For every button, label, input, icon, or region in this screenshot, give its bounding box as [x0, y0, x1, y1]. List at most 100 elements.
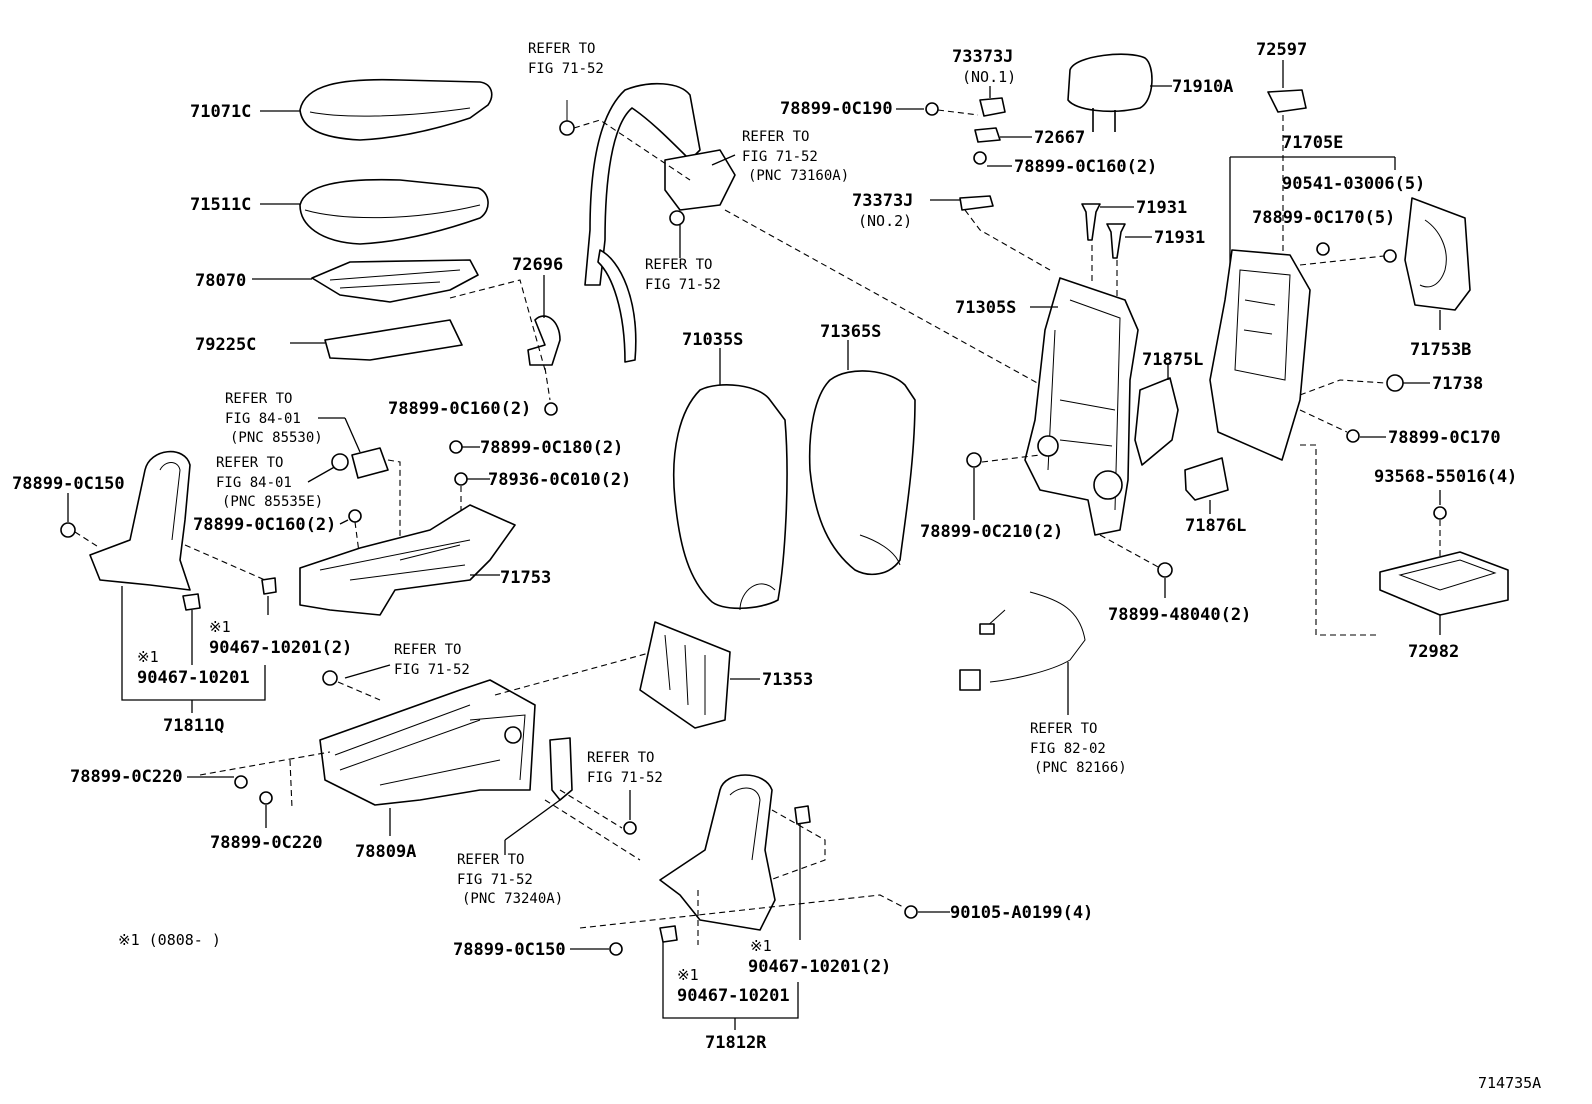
wire-hook-part: [527, 315, 561, 366]
footnote: ※1 (0808- ): [118, 931, 221, 949]
label-71811Q: 71811Q: [163, 716, 224, 736]
ref8-line1: REFER TO: [587, 750, 654, 766]
board-clip-72597-part: [1267, 89, 1307, 113]
label-71931-a: 71931: [1136, 198, 1187, 218]
ref9-line1: REFER TO: [457, 852, 524, 868]
headrest-part: [1067, 53, 1153, 132]
ref7-line3: (PNC 82166): [1034, 760, 1127, 776]
nut-78936-icon: [454, 472, 468, 486]
label-no2: (NO.2): [858, 212, 912, 230]
clip-71931b-icon: [1106, 223, 1126, 259]
label-78899-0C160-a: 78899-0C160(2): [388, 399, 531, 419]
label-71071C: 71071C: [190, 102, 251, 122]
ref1-line1: REFER TO: [528, 41, 595, 57]
screw-0C190-icon: [925, 102, 939, 116]
mark-1b: ※1: [137, 648, 159, 666]
label-71875L: 71875L: [1142, 350, 1203, 370]
label-78899-0C160-c: 78899-0C160(2): [193, 515, 336, 535]
clip-90467b-icon: [659, 925, 678, 943]
label-78899-0C180: 78899-0C180(2): [480, 438, 623, 458]
label-73373J-1: 73373J: [952, 47, 1013, 67]
seatback-board-part: [1209, 249, 1311, 461]
belt-bolt-1-icon: [559, 100, 575, 136]
label-78899-0C150-a: 78899-0C150: [12, 474, 125, 494]
ref3-line2: FIG 71-52: [645, 277, 721, 293]
clip-90467-2a-icon: [261, 577, 277, 595]
label-71511C: 71511C: [190, 195, 251, 215]
bolt-0C150b-icon: [609, 942, 623, 956]
power-outlet-part: [331, 447, 389, 479]
screw-93568-icon: [1433, 506, 1447, 520]
mark-1c: ※1: [750, 937, 772, 955]
label-71753B: 71753B: [1410, 340, 1471, 360]
ref1-line2: FIG 71-52: [528, 61, 604, 77]
ref4-line2: FIG 84-01: [225, 411, 301, 427]
seatback-bracket-71353-part: [639, 621, 731, 729]
wire-harness-part: [959, 591, 1086, 691]
label-72696: 72696: [512, 255, 563, 275]
seatback-pad-part: [808, 370, 916, 576]
mark-1d: ※1: [677, 966, 699, 984]
ref6-line2: FIG 71-52: [394, 662, 470, 678]
clip-71931a-icon: [1081, 203, 1101, 241]
mark-1a: ※1: [209, 618, 231, 636]
label-71035S: 71035S: [682, 330, 743, 350]
bolt-0C160c-icon: [348, 509, 362, 523]
cushion-pad-sheet-part: [324, 319, 463, 361]
ref6-line1: REFER TO: [394, 642, 461, 658]
screw-0C160a-icon: [544, 402, 558, 416]
label-72982: 72982: [1408, 642, 1459, 662]
label-71876L: 71876L: [1185, 516, 1246, 536]
diagram-id: 714735A: [1478, 1074, 1541, 1092]
ref5-line2: FIG 84-01: [216, 475, 292, 491]
label-71353: 71353: [762, 670, 813, 690]
bolt-0C220b-icon: [259, 791, 273, 805]
headrest-support-2-part: [959, 195, 994, 211]
clip-90467-2b-icon: [794, 805, 811, 825]
label-78899-0C150-b: 78899-0C150: [453, 940, 566, 960]
ref2-line1: REFER TO: [742, 129, 809, 145]
seat-belt-part: [584, 82, 736, 363]
seat-cushion-pad-part: [299, 178, 489, 245]
label-78809A: 78809A: [355, 842, 416, 862]
label-73373J-2: 73373J: [852, 191, 913, 211]
seat-cushion-frame-part: [311, 259, 479, 303]
bolt-90105-icon: [904, 905, 918, 919]
bolt-ref6-icon: [322, 670, 338, 686]
tray-72982-part: [1379, 551, 1509, 616]
label-93568-55016: 93568-55016(4): [1374, 467, 1517, 487]
side-cover-71812R-part: [659, 774, 776, 931]
label-78899-0C160-b: 78899-0C160(2): [1014, 157, 1157, 177]
label-90467-10201-a: 90467-10201: [137, 668, 250, 688]
seatback-frame-part: [1024, 277, 1139, 536]
ref2-line3: (PNC 73160A): [748, 168, 849, 184]
label-71812R: 71812R: [705, 1033, 767, 1053]
console-box-part: [299, 504, 516, 616]
label-71705E: 71705E: [1282, 133, 1343, 153]
ref7-line1: REFER TO: [1030, 721, 1097, 737]
label-78070: 78070: [195, 271, 246, 291]
bolt-0C180-icon: [449, 440, 463, 454]
bolt-0C220a-icon: [234, 775, 248, 789]
label-90467-10201-2a: 90467-10201(2): [209, 638, 352, 658]
label-78899-48040: 78899-48040(2): [1108, 605, 1251, 625]
ref7-line2: FIG 82-02: [1030, 741, 1106, 757]
reclining-cover-71876L-part: [1184, 457, 1229, 501]
ref3-line1: REFER TO: [645, 257, 712, 273]
screw-90541-icon: [1383, 249, 1397, 263]
ref4-line1: REFER TO: [225, 391, 292, 407]
bolt-0C210-icon: [966, 452, 982, 468]
label-78899-0C170-a: 78899-0C170(5): [1252, 208, 1395, 228]
label-78899-0C190: 78899-0C190: [780, 99, 893, 119]
label-79225C: 79225C: [195, 335, 256, 355]
label-90541-03006: 90541-03006(5): [1282, 174, 1425, 194]
seatback-cover-part: [672, 384, 788, 611]
label-71931-b: 71931: [1154, 228, 1205, 248]
label-78899-0C170-b: 78899-0C170: [1388, 428, 1501, 448]
label-72667: 72667: [1034, 128, 1085, 148]
label-71753: 71753: [500, 568, 551, 588]
ref5-line3: (PNC 85535E): [222, 494, 323, 510]
label-90105-A0199: 90105-A0199(4): [950, 903, 1093, 923]
